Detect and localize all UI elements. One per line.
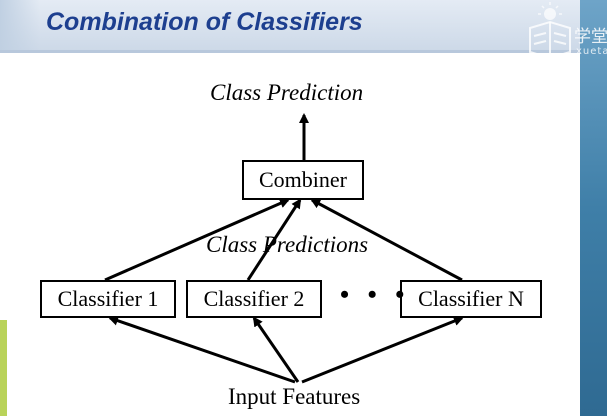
left-accent-strip [0, 320, 7, 416]
arrow-classifierN-to-combiner [310, 198, 463, 282]
watermark-subtext: xueta [576, 46, 607, 57]
input-label: Input Features [228, 384, 361, 409]
classifier-n-box: Classifier N [400, 280, 542, 318]
slide: Combination of Classifiers Class Predict… [0, 0, 580, 416]
right-accent-strip [580, 0, 607, 416]
title-bar: Combination of Classifiers [0, 0, 580, 50]
arrow-classifier2-to-combiner [246, 198, 302, 281]
diagram-arrows [104, 113, 464, 384]
title-bar-shade [0, 0, 40, 50]
classifier-2-box: Classifier 2 [186, 280, 322, 318]
watermark-logo-icon [529, 2, 571, 60]
watermark: 学堂 xueta [522, 0, 607, 70]
arrow-input-to-classifier1 [108, 315, 296, 384]
title-divider [0, 50, 580, 53]
output-label: Class Prediction [210, 80, 364, 105]
ellipsis: • • • [340, 280, 411, 309]
arrow-input-to-classifier2 [252, 316, 300, 383]
middle-label: Class Predictions [206, 232, 369, 257]
arrow-classifier1-to-combiner [104, 198, 290, 282]
combiner-box: Combiner [242, 160, 364, 200]
arrow-input-to-classifierN [301, 316, 464, 384]
slide-title: Combination of Classifiers [46, 8, 363, 36]
watermark-text: 学堂 [574, 27, 607, 47]
classifier-1-box: Classifier 1 [40, 280, 176, 318]
